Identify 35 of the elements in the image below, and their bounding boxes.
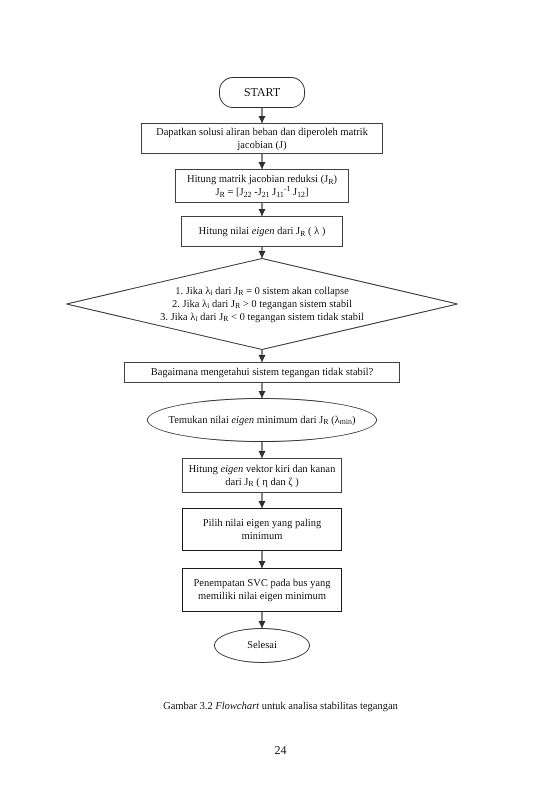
arrow bbox=[258, 383, 266, 398]
process-step bbox=[141, 123, 383, 154]
step-text: Penempatan SVC pada bus yang memiliki nilai eigen minimum bbox=[192, 577, 332, 603]
process-step bbox=[182, 568, 342, 612]
arrow bbox=[258, 493, 266, 508]
process-step bbox=[181, 216, 343, 247]
condition-text: 3. Jika λ$_{i}$ dari J$_{R}$ < 0 tegangan sistem tidak stabil bbox=[159, 310, 365, 324]
start-terminal bbox=[219, 77, 305, 108]
arrow bbox=[258, 551, 266, 568]
arrow bbox=[258, 442, 266, 458]
step-text: Hitung matrik jacobian reduksi (J$_{R}$) bbox=[186, 173, 338, 186]
process-step bbox=[124, 362, 400, 383]
process-step bbox=[182, 508, 342, 551]
process-step bbox=[182, 458, 342, 493]
figure-caption: Gambar 3.2 Flowchart untuk analisa stabilitas tegangan bbox=[163, 700, 398, 713]
process-step bbox=[175, 169, 349, 203]
arrow bbox=[258, 154, 266, 169]
arrow bbox=[258, 247, 266, 258]
decision-diamond bbox=[66, 258, 458, 350]
step-text: Pilih nilai eigen yang paling minimum bbox=[202, 516, 322, 542]
condition-text: 2. Jika λ$_{i}$ dari J$_{R}$ > 0 tegangan sistem stabil bbox=[170, 298, 354, 310]
step-text: Hitung nilai eigen dari J$_{R}$ ( λ ) bbox=[198, 225, 326, 238]
arrow bbox=[258, 108, 266, 123]
terminal-label: START bbox=[242, 86, 282, 99]
step-text: Selesai bbox=[246, 639, 278, 652]
arrow bbox=[258, 350, 266, 362]
step-text: Dapatkan solusi aliran beban dan diperoleh matrik jacobian (J) bbox=[155, 126, 369, 152]
step-text: J$_{R}$ = [J$_{22}$ -J$_{21}$ J$_{11}$$^{-1}$ J$_{12}$] bbox=[216, 186, 310, 199]
step-text: Hitung eigen vektor kiri dan kanan dari J$_{R}$ ( η dan ζ ) bbox=[188, 462, 336, 488]
condition-text: 1. Jika λ$_{i}$ dari J$_{R}$ = 0 sistem akan collapse bbox=[174, 284, 350, 298]
arrow bbox=[258, 203, 266, 216]
step-text: Bagaimana mengetahui sistem tegangan tidak stabil? bbox=[150, 366, 374, 379]
page-number: 24 bbox=[274, 744, 286, 757]
arrow bbox=[258, 612, 266, 628]
step-text: Temukan nilai eigen minimum dari J$_{R}$ (λ$_{min}$) bbox=[168, 414, 356, 426]
